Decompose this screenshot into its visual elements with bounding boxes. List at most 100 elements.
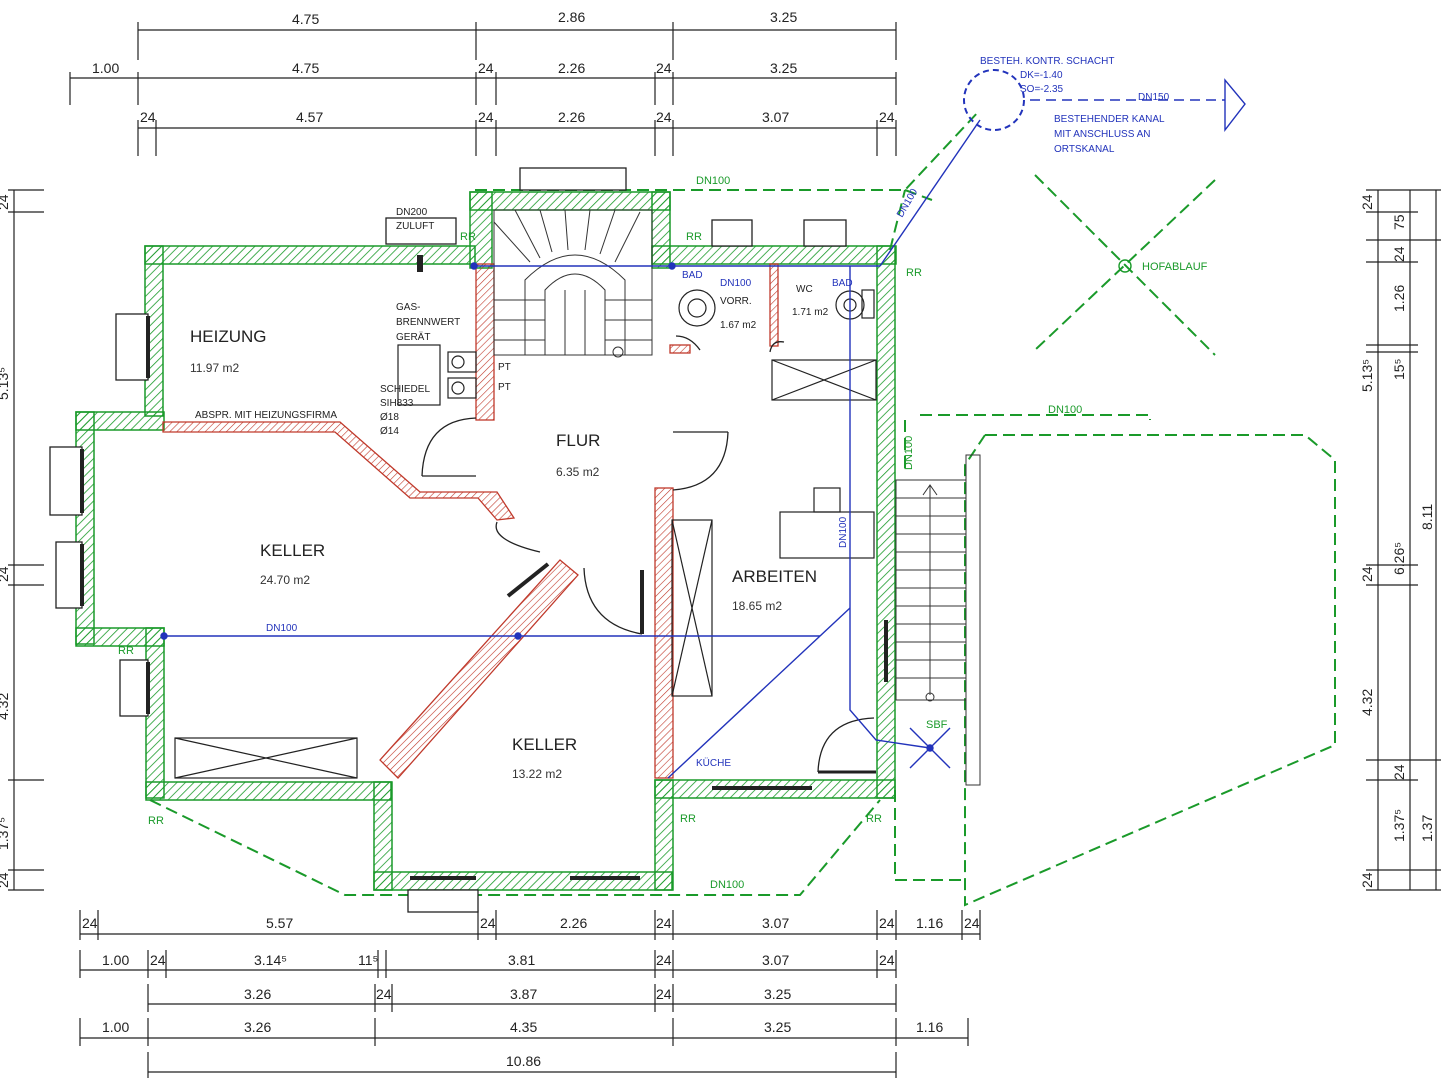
dim-label: 1.00 bbox=[92, 60, 119, 76]
pipe-label: DN100 bbox=[710, 879, 744, 891]
dim-label: 8.11 bbox=[1419, 504, 1435, 530]
dim-label: 2.86 bbox=[558, 9, 585, 25]
dim-label: 24 bbox=[0, 194, 11, 210]
dim-label: 2.26 bbox=[560, 915, 587, 931]
pipe-label: DN100 bbox=[720, 278, 752, 289]
dim-label: 75 bbox=[1391, 214, 1407, 230]
dim-label: 4.75 bbox=[292, 60, 319, 76]
dim-label: 3.25 bbox=[770, 9, 797, 25]
dim-label: 24 bbox=[656, 952, 672, 968]
dim-label: 24 bbox=[0, 872, 11, 888]
note-dn150: DN150 bbox=[1138, 92, 1170, 103]
dim-label: 1.16 bbox=[916, 915, 943, 931]
label-kueche: KÜCHE bbox=[696, 757, 731, 769]
dim-label: 3.25 bbox=[764, 986, 791, 1002]
dim-label: 24 bbox=[478, 109, 494, 125]
dim-label: 24 bbox=[150, 952, 166, 968]
dim-label: 1.37⁵ bbox=[0, 817, 11, 850]
room-area-flur: 6.35 m2 bbox=[556, 465, 600, 479]
note-abspr: ABSPR. MIT HEIZUNGSFIRMA bbox=[195, 410, 337, 421]
room-name-keller: KELLER bbox=[260, 541, 325, 560]
dim-label: 24 bbox=[376, 986, 392, 1002]
exterior-walls bbox=[75, 191, 897, 891]
dim-label: 1.16 bbox=[916, 1019, 943, 1035]
pipe-label: DN100 bbox=[1048, 404, 1082, 416]
dim-label: 3.81 bbox=[508, 952, 535, 968]
dim-label: 10.86 bbox=[506, 1053, 541, 1069]
dim-label: 24 bbox=[656, 60, 672, 76]
dim-label: 3.25 bbox=[770, 60, 797, 76]
interior-walls bbox=[162, 263, 779, 779]
room-area-keller: 24.70 m2 bbox=[260, 573, 310, 587]
dim-label: 1.37 bbox=[1419, 815, 1435, 842]
stairs-interior bbox=[493, 209, 653, 358]
pipe-label: RR bbox=[686, 231, 702, 243]
dim-label: 4.35 bbox=[510, 1019, 537, 1035]
pipe-labels: DN100 DN100 DN100 DN100 DN100 DN100 DN10… bbox=[118, 175, 1082, 891]
note-schiedel: Ø14 bbox=[380, 426, 399, 437]
room-name-flur: FLUR bbox=[556, 431, 600, 450]
note-kanal: BESTEHENDER KANAL bbox=[1054, 114, 1165, 125]
note-sbf: SBF bbox=[926, 719, 948, 731]
note-pt: PT bbox=[498, 362, 511, 373]
dim-label: 3.25 bbox=[764, 1019, 791, 1035]
dim-label: 24 bbox=[82, 915, 98, 931]
dims-left bbox=[8, 189, 44, 891]
dim-label: 3.07 bbox=[762, 915, 789, 931]
note-gas: GERÄT bbox=[396, 331, 430, 343]
dim-label: 1.00 bbox=[102, 952, 129, 968]
dims-right bbox=[1366, 189, 1441, 891]
note-hofablauf: HOFABLAUF bbox=[1142, 261, 1208, 273]
dims-top bbox=[69, 22, 897, 156]
pipe-label: DN100 bbox=[266, 623, 298, 634]
dim-label: 24 bbox=[0, 566, 11, 582]
dim-label: 24 bbox=[964, 915, 980, 931]
pipe-label: RR bbox=[148, 815, 164, 827]
dim-label: 24 bbox=[1391, 764, 1407, 780]
dim-label: 3.26 bbox=[244, 986, 271, 1002]
dim-label: 24 bbox=[478, 60, 494, 76]
dim-label: 4.57 bbox=[296, 109, 323, 125]
dim-label: 5.13⁵ bbox=[0, 367, 11, 400]
dim-label: 24 bbox=[1359, 194, 1375, 210]
pipe-label: DN100 bbox=[838, 516, 849, 548]
pipe-label: RR bbox=[460, 231, 476, 243]
note-gas: BRENNWERT bbox=[396, 317, 460, 328]
note-pt: PT bbox=[498, 382, 511, 393]
note-schiedel: Ø18 bbox=[380, 412, 399, 423]
pipe-label: RR bbox=[906, 267, 922, 279]
dim-label: 24 bbox=[1359, 566, 1375, 582]
pipe-label: RR bbox=[866, 813, 882, 825]
dim-label: 24 bbox=[1391, 246, 1407, 262]
dim-label: 24 bbox=[879, 915, 895, 931]
pipe-label: DN100 bbox=[903, 436, 915, 470]
windows bbox=[49, 167, 888, 913]
note-schacht: BESTEH. KONTR. SCHACHT bbox=[980, 56, 1114, 67]
room-name-vorr: VORR. bbox=[720, 296, 752, 307]
annotations: DN200 ZULUFT GAS- BRENNWERT GERÄT SCHIED… bbox=[195, 56, 1208, 731]
dims-bottom bbox=[79, 910, 981, 1078]
stairs-exterior bbox=[895, 454, 981, 786]
dim-label: 24 bbox=[656, 109, 672, 125]
dim-label: 5.57 bbox=[266, 915, 293, 931]
dim-label: 4.32 bbox=[1359, 689, 1375, 716]
dim-label: 4.75 bbox=[292, 11, 319, 27]
dim-label: 3.07 bbox=[762, 952, 789, 968]
note-zuluft: ZULUFT bbox=[396, 221, 434, 232]
dim-label: 15⁵ bbox=[1391, 359, 1407, 380]
room-name-wc: WC bbox=[796, 284, 813, 295]
dim-label: 3.07 bbox=[762, 109, 789, 125]
dim-label: 24 bbox=[656, 986, 672, 1002]
site-drainage bbox=[149, 109, 1336, 907]
pipe-label: DN100 bbox=[895, 187, 920, 220]
dim-label: 5.13⁵ bbox=[1359, 359, 1375, 392]
label-bad-left: BAD bbox=[682, 270, 703, 281]
room-area-arbeiten: 18.65 m2 bbox=[732, 599, 782, 613]
dim-label: 2.26 bbox=[558, 109, 585, 125]
note-schiedel: SIH833 bbox=[380, 398, 414, 409]
note-schacht: SO=-2.35 bbox=[1020, 84, 1064, 95]
dim-label: 3.14⁵ bbox=[254, 952, 287, 968]
dim-label: 24 bbox=[879, 952, 895, 968]
room-area-heizung: 11.97 m2 bbox=[190, 361, 239, 375]
dim-label: 6.26⁵ bbox=[1391, 542, 1407, 575]
